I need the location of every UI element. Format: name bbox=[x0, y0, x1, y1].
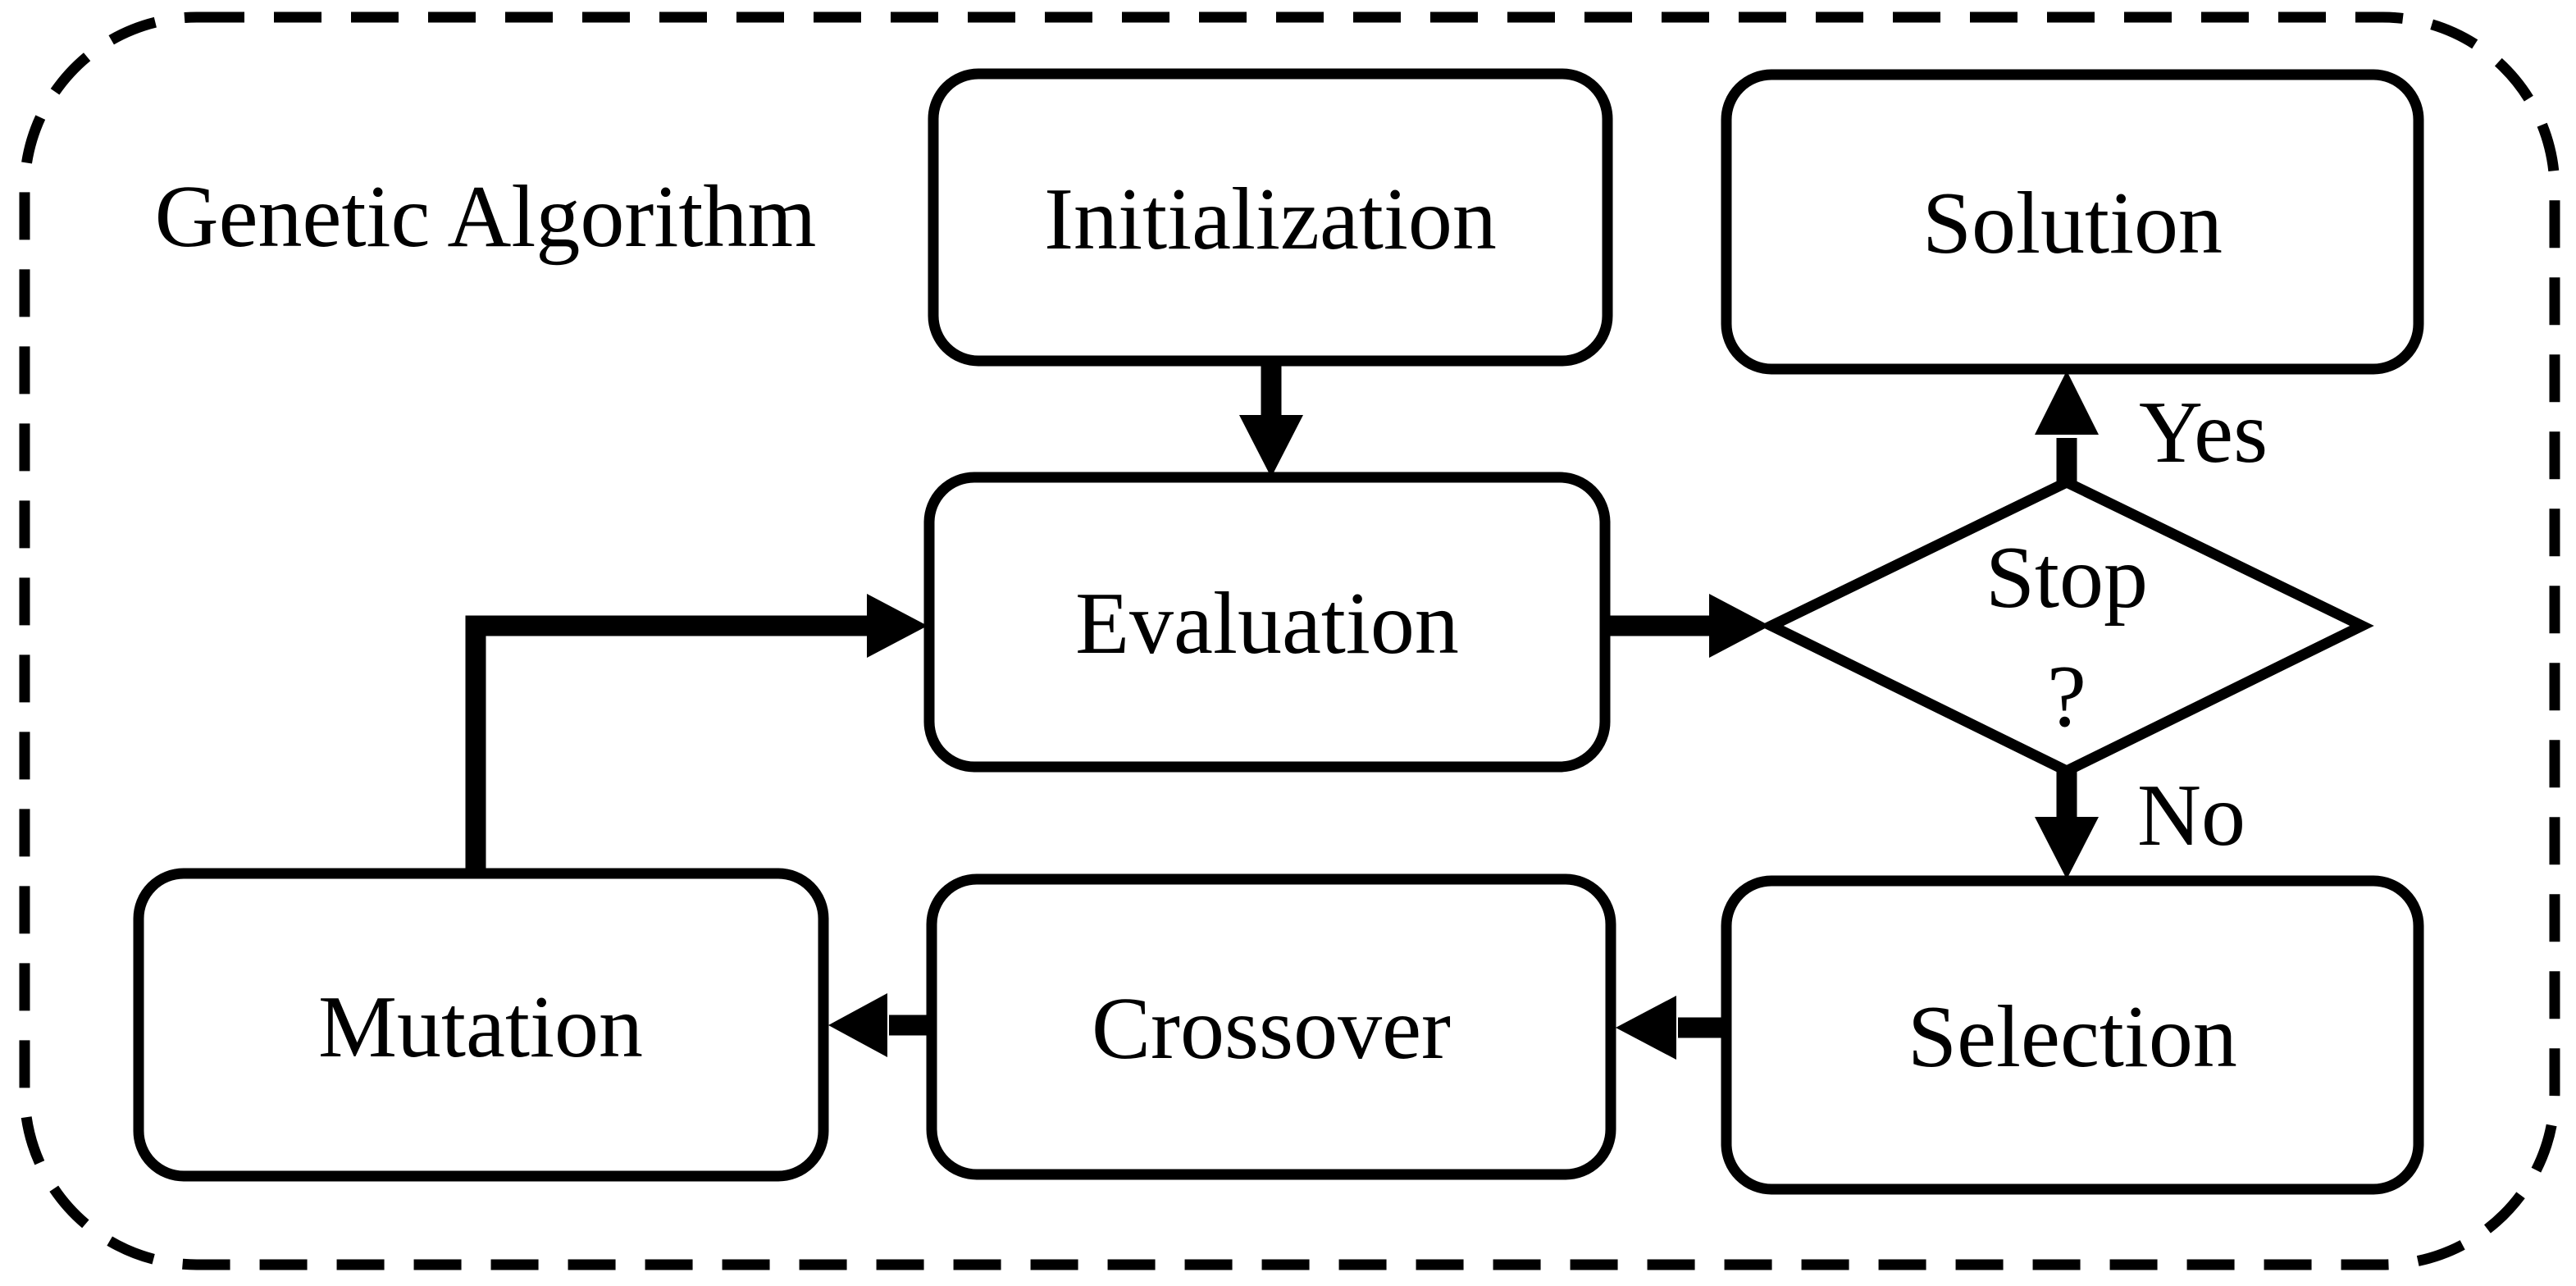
node-initialization: Initialization bbox=[928, 68, 1613, 367]
arrow-elbow-shaft bbox=[465, 615, 869, 873]
arrow-selection-to-crossover bbox=[1616, 996, 1726, 1060]
node-mutation: Mutation bbox=[133, 868, 829, 1182]
arrowhead-down-icon bbox=[1239, 415, 1303, 477]
crossover-label: Crossover bbox=[1092, 980, 1451, 1078]
initialization-label: Initialization bbox=[1044, 171, 1497, 268]
arrow-mutation-to-evaluation bbox=[465, 594, 928, 873]
stop-label-line2: ? bbox=[2047, 648, 2086, 746]
solution-box bbox=[1721, 69, 2424, 375]
arrow-initialization-to-evaluation bbox=[1239, 361, 1303, 477]
arrow-crossover-to-mutation bbox=[828, 993, 932, 1057]
arrowhead-right-icon bbox=[867, 594, 928, 658]
arrow-stop-to-solution bbox=[2035, 371, 2099, 482]
arrow-stop-to-selection bbox=[2035, 771, 2099, 879]
selection-label: Selection bbox=[1908, 988, 2237, 1086]
mutation-label: Mutation bbox=[318, 978, 643, 1076]
diagram-title: Genetic Algorithm bbox=[155, 168, 817, 266]
evaluation-label: Evaluation bbox=[1075, 575, 1459, 673]
arrowhead-down-icon bbox=[2035, 817, 2099, 879]
no-branch-label: No bbox=[2137, 767, 2245, 864]
yes-branch-label: Yes bbox=[2139, 384, 2268, 481]
arrowhead-left-icon bbox=[828, 993, 887, 1057]
arrowhead-up-icon bbox=[2035, 371, 2099, 435]
node-selection: Selection bbox=[1721, 875, 2424, 1195]
node-stop-decision: Stop ? bbox=[1759, 476, 2374, 778]
node-solution: Solution bbox=[1721, 69, 2424, 375]
dashed-boundary-box bbox=[19, 11, 2560, 1270]
arrowhead-left-icon bbox=[1616, 996, 1676, 1060]
solution-label: Solution bbox=[1922, 175, 2223, 272]
arrow-evaluation-to-stop bbox=[1605, 594, 1770, 658]
stop-label-line1: Stop bbox=[1986, 529, 2148, 627]
arrowhead-right-icon bbox=[1709, 594, 1770, 658]
node-evaluation: Evaluation bbox=[923, 472, 1611, 773]
node-crossover: Crossover bbox=[926, 873, 1616, 1180]
